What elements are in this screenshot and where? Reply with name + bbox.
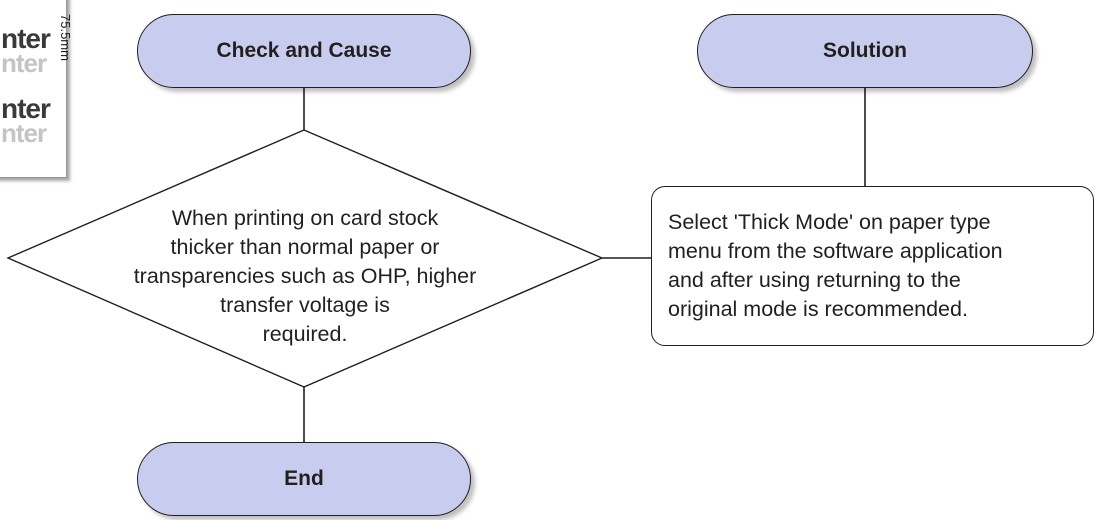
solution-terminal: Solution — [697, 14, 1033, 88]
thumbnail-word: nter — [1, 23, 51, 54]
start-terminal-check-and-cause: Check and Cause — [137, 14, 471, 88]
thumbnail-word: nter — [1, 48, 47, 78]
thumbnail-word: nter — [1, 93, 51, 124]
solution-text-box: Select 'Thick Mode' on paper type menu f… — [651, 186, 1094, 346]
measurement-label: 75.5mm — [58, 14, 73, 61]
decision-text: When printing on card stock thicker than… — [133, 206, 477, 346]
sample-print-thumbnail: nter nter nter nter — [0, 0, 67, 178]
end-terminal: End — [137, 442, 471, 516]
thumbnail-word: nter — [1, 118, 47, 148]
